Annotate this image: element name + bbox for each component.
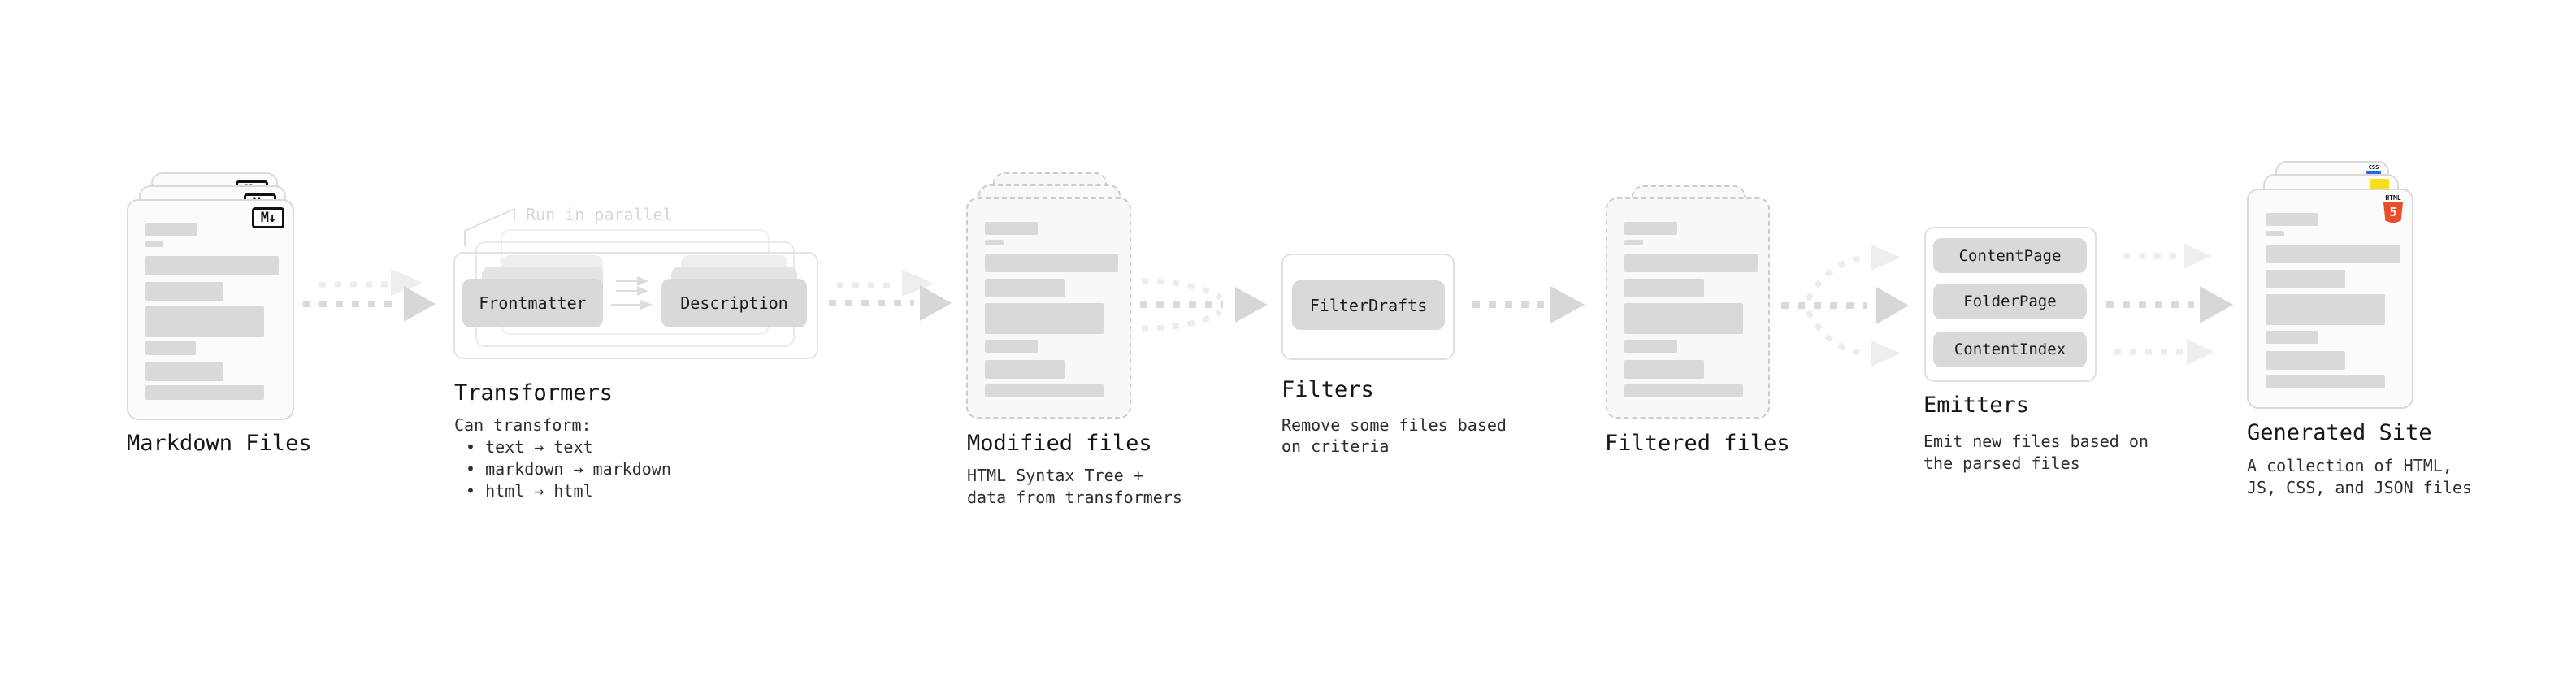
filters-subtitle-2: on criteria bbox=[1281, 436, 1390, 456]
js-file-icon bbox=[2370, 179, 2389, 189]
stage-title-markdown-files: Markdown Files bbox=[127, 431, 312, 456]
stage-title-generated-site: Generated Site bbox=[2247, 420, 2432, 445]
arrow-filters-to-filtered bbox=[1472, 286, 1585, 323]
emitters-subtitle-2: the parsed files bbox=[1923, 453, 2080, 473]
description-button: Description bbox=[661, 279, 807, 327]
stage-title-transformers: Transformers bbox=[454, 380, 614, 406]
frontmatter-button: Frontmatter bbox=[462, 279, 603, 327]
contentpage-button: ContentPage bbox=[1933, 238, 2087, 273]
arrow-transformers-to-modified bbox=[829, 270, 952, 321]
filters-box bbox=[1281, 254, 1455, 360]
arrow-emitters-to-generated bbox=[2106, 243, 2233, 365]
generated-site-subtitle-1: A collection of HTML, bbox=[2247, 456, 2452, 475]
note-leader-line bbox=[464, 207, 515, 246]
filters-subtitle-1: Remove some files based bbox=[1281, 415, 1507, 435]
contentindex-button: ContentIndex bbox=[1933, 332, 2087, 367]
emitters-subtitle-1: Emit new files based on bbox=[1923, 432, 2149, 451]
stage-title-filters: Filters bbox=[1281, 377, 1374, 402]
transformers-subtitle: Can transform: bbox=[454, 415, 592, 435]
markdown-icon: M↓ bbox=[252, 207, 284, 228]
stage-title-modified-files: Modified files bbox=[967, 431, 1152, 456]
generated-site-subtitle-2: JS, CSS, and JSON files bbox=[2247, 478, 2472, 497]
file-card-front: M↓ bbox=[127, 199, 294, 420]
filtered-card-front bbox=[1606, 197, 1770, 419]
arrow-frontmatter-to-description bbox=[611, 276, 653, 310]
transformers-bullet-2: • markdown → markdown bbox=[466, 459, 671, 479]
run-in-parallel-note: Run in parallel bbox=[526, 205, 673, 224]
transformers-bullet-3: • html → html bbox=[466, 481, 593, 501]
stage-title-emitters: Emitters bbox=[1923, 393, 2030, 418]
modified-files-subtitle-2: data from transformers bbox=[967, 488, 1182, 507]
modified-files-subtitle-1: HTML Syntax Tree + bbox=[967, 466, 1143, 485]
html5-icon: HTML 5 bbox=[2383, 194, 2404, 223]
transformers-bullet-1: • text → text bbox=[466, 437, 593, 457]
stage-title-filtered-files: Filtered files bbox=[1605, 431, 1790, 456]
arrow-modified-to-filters bbox=[1140, 278, 1268, 332]
css-file-icon: CSS bbox=[2366, 165, 2381, 174]
generated-card-front: HTML 5 bbox=[2247, 189, 2413, 409]
filterdrafts-button: FilterDrafts bbox=[1292, 280, 1445, 330]
emitters-box bbox=[1924, 227, 2097, 382]
arrow-markdown-to-transformers bbox=[303, 269, 436, 322]
folderpage-button: FolderPage bbox=[1933, 284, 2087, 319]
arrow-filtered-to-emitters bbox=[1781, 245, 1909, 367]
transformer-box-front bbox=[453, 252, 818, 359]
modified-card-front bbox=[966, 197, 1131, 419]
